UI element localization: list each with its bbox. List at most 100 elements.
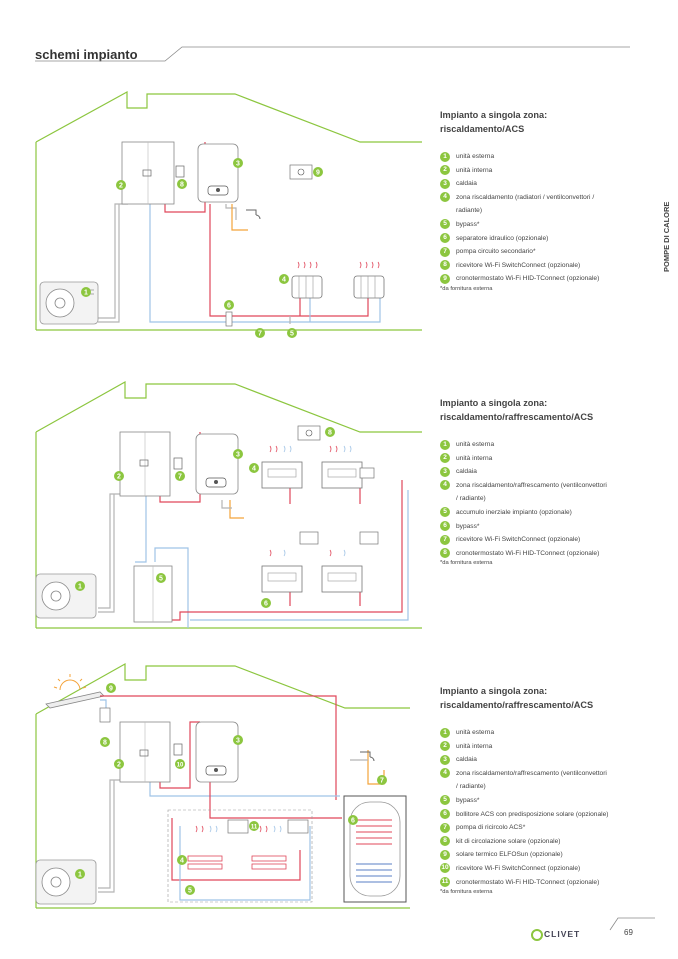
marker: 7: [258, 331, 262, 338]
thermostat-icon: [299, 467, 379, 545]
legend-item: 8 kit di circolazione solare (opzionale): [440, 835, 608, 849]
legend-number-badge: 2: [440, 165, 450, 176]
legend-text: separatore idraulico (opzionale): [456, 234, 549, 242]
boiler-icon: [197, 143, 239, 203]
marker: 4: [180, 858, 184, 865]
legend-number-badge: 4: [440, 768, 450, 779]
legend-text: ricevitore Wi-Fi SwitchConnect (opzional…: [456, 261, 581, 269]
legend-note: *da fornitura esterna: [440, 889, 493, 896]
indoor-unit-icon: [119, 431, 171, 497]
marker: 2: [117, 474, 121, 481]
legend-number-badge: 7: [440, 822, 450, 833]
marker: 7: [380, 778, 384, 785]
legend-text: zona riscaldamento/raffrescamento (venti…: [456, 769, 607, 777]
page-number: 69: [624, 928, 633, 937]
legend-text: solare termico ELFOSun (opzionale): [456, 851, 563, 859]
legend-text: zona riscaldamento/raffrescamento (venti…: [456, 481, 607, 489]
legend-section-1: Impianto a singola zona: riscaldamento/A…: [440, 108, 599, 292]
legend-text: unità interna: [456, 166, 493, 174]
section-title: Impianto a singola zona:: [440, 110, 548, 120]
legend-number-badge: 7: [440, 246, 450, 257]
brand-logo-icon: [531, 929, 543, 941]
diagram-3: 1 2 3 4 5 6 7 8 9 10 11: [35, 662, 410, 909]
legend-number-badge: 4: [440, 480, 450, 491]
marker: 6: [264, 601, 268, 608]
heat-cool-waves-icon: [269, 445, 352, 557]
legend-text: kit di circolazione solare (opzionale): [456, 837, 561, 845]
sun-icon: [53, 674, 87, 691]
marker: 8: [103, 740, 107, 747]
marker: 11: [251, 825, 258, 831]
legend-number-badge: 5: [440, 219, 450, 230]
legend-number-badge: 9: [440, 849, 450, 860]
heat-waves-icon: [297, 261, 380, 269]
thermostat-icon: [227, 819, 309, 834]
legend-item: / radiante): [440, 780, 608, 794]
marker: 8: [180, 182, 184, 189]
legend-number-badge: 5: [440, 795, 450, 806]
legend-number-badge: 6: [440, 233, 450, 244]
legend-item: 4 zona riscaldamento/raffrescamento (vent…: [440, 479, 607, 493]
legend-number-badge: 3: [440, 754, 450, 765]
legend-text: unità interna: [456, 742, 493, 750]
legend-item: radiante): [440, 204, 599, 218]
legend-number-badge: 3: [440, 178, 450, 189]
legend-text: caldaia: [456, 180, 477, 188]
page-title: schemi impianto: [35, 47, 138, 62]
heat-cool-waves-icon: [195, 825, 282, 833]
legend-item: 3 caldaia: [440, 177, 599, 191]
marker: 5: [188, 888, 192, 895]
marker: 5: [290, 331, 294, 338]
legend-number-badge: 10: [440, 863, 450, 874]
boiler-icon: [195, 433, 239, 495]
section-subtitle: riscaldamento/raffrescamento/ACS: [440, 700, 594, 710]
marker: 3: [236, 738, 240, 745]
marker: 5: [159, 576, 163, 583]
legend-text: zona riscaldamento (radiatori / ventilco…: [456, 193, 595, 201]
section-title: Impianto a singola zona:: [440, 398, 548, 408]
legend-number-badge: 11: [440, 877, 450, 888]
marker: 6: [227, 303, 231, 310]
indoor-unit-icon: [121, 141, 175, 205]
solar-collector-icon: [45, 691, 105, 709]
section-subtitle: riscaldamento/ACS: [440, 124, 525, 134]
legend-item: 6 separatore idraulico (opzionale): [440, 232, 599, 246]
legend-text: cronotermostato Wi-Fi HID-TConnect (opzi…: [456, 275, 600, 283]
legend-number-badge: 2: [440, 453, 450, 464]
legend-text: unità esterna: [456, 729, 495, 736]
legend-text: unità esterna: [456, 153, 495, 160]
marker: 1: [84, 290, 88, 297]
outdoor-unit-icon: [35, 859, 97, 905]
marker: 10: [177, 763, 184, 769]
legend-text: ricevitore Wi-Fi SwitchConnect (opzional…: [456, 864, 581, 872]
outdoor-unit-icon: [35, 573, 97, 619]
marker: 7: [178, 474, 182, 481]
legend-text: pompa di ricircolo ACS*: [456, 824, 526, 832]
kit-solar-icon: [99, 707, 111, 723]
legend-text: bollitore ACS con predisposizione solare…: [456, 810, 609, 818]
legend-text: / radiante): [456, 495, 486, 503]
legend-text: bypass*: [456, 522, 480, 530]
radiator-icon: [291, 275, 323, 299]
marker: 8: [328, 430, 332, 437]
brand-name: CLIVET: [544, 929, 581, 939]
legend-text: radiante): [456, 207, 483, 215]
legend-item: 2 unità interna: [440, 164, 599, 178]
legend-number-badge: 1: [440, 439, 450, 450]
marker: 2: [119, 183, 123, 190]
legend-item: 7 pompa di ricircolo ACS*: [440, 821, 608, 835]
legend-number-badge: 8: [440, 836, 450, 847]
fancoil-icon: [261, 461, 363, 593]
